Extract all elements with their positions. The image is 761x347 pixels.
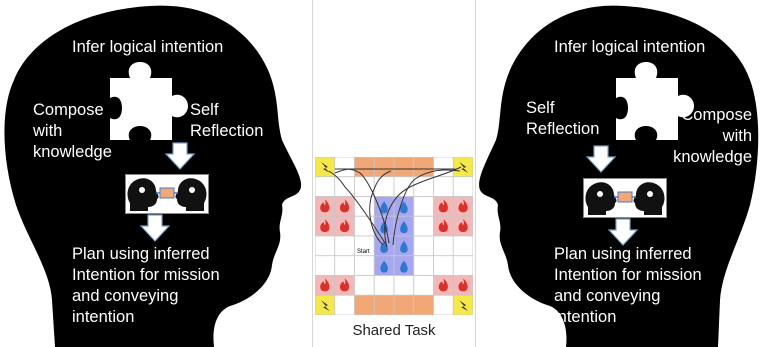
plan-label: Plan using inferred Intention for missio… <box>72 245 220 326</box>
grid-cell <box>393 294 415 316</box>
water-drop-icon <box>380 201 388 214</box>
left-head-panel: Infer logical intention Compose with kno… <box>0 0 310 347</box>
grid-cell <box>413 275 434 296</box>
puzzle-piece-icon <box>616 62 694 140</box>
grid-cell <box>413 294 434 316</box>
grid-cell <box>373 275 395 296</box>
compose-knowledge-label: Compose with knowledge <box>33 101 112 161</box>
grid-cell <box>452 235 474 257</box>
right-head-panel: Infer logical intention Self Reflection … <box>478 0 761 347</box>
self-reflection-label: Self Reflection <box>526 99 600 138</box>
grid-cell <box>413 176 434 197</box>
trajectory-line <box>369 170 392 246</box>
down-arrow-icon <box>586 145 616 173</box>
fire-icon <box>320 219 330 233</box>
fire-icon <box>458 219 468 233</box>
fire-icon <box>320 278 330 292</box>
grid-cell <box>334 235 355 257</box>
grid-cell <box>433 235 454 257</box>
grid-cell <box>452 176 474 197</box>
grid-cell <box>354 275 375 296</box>
grid-cell <box>452 255 474 276</box>
head-silhouette-icon <box>479 5 759 347</box>
grid-cell <box>393 275 415 296</box>
compose-knowledge-label: Compose with knowledge <box>673 106 752 166</box>
fire-icon <box>438 199 448 213</box>
grid-cell <box>393 156 415 178</box>
grid-cell <box>334 255 355 276</box>
grid-cell <box>334 156 355 178</box>
grid-cell <box>413 215 434 237</box>
grid-cell <box>373 294 395 316</box>
grid-cell <box>354 176 375 197</box>
water-drop-icon <box>400 221 408 234</box>
water-drop-icon <box>400 240 408 253</box>
fire-icon <box>339 278 350 292</box>
trajectory-line <box>392 169 461 246</box>
grid-cell <box>413 255 434 276</box>
fire-icon <box>339 219 350 233</box>
grid-cell <box>314 235 336 257</box>
infer-intention-label: Infer logical intention <box>72 38 224 56</box>
water-drop-icon <box>400 201 408 214</box>
grid-cell <box>354 156 375 178</box>
fire-icon <box>320 199 330 213</box>
fire-icon <box>339 199 350 213</box>
down-arrow-icon <box>140 214 170 242</box>
two-heads-icon <box>125 174 209 214</box>
fire-icon <box>458 278 468 292</box>
puzzle-piece-icon <box>110 62 188 140</box>
down-arrow-icon <box>608 218 638 246</box>
shared-task-caption: Shared Task <box>352 322 436 339</box>
grid-cell <box>433 176 454 197</box>
right-divider <box>475 0 476 347</box>
trajectory-line <box>334 168 390 244</box>
grid-cell <box>314 255 336 276</box>
grid-cell <box>373 156 395 178</box>
grid-cell <box>314 294 336 316</box>
left-divider <box>312 0 313 347</box>
grid-cell <box>373 176 395 197</box>
grid-cell <box>452 294 474 316</box>
down-arrow-icon <box>165 142 195 170</box>
water-drop-icon <box>380 260 388 273</box>
two-heads-icon <box>583 178 667 218</box>
trajectory-line <box>384 166 462 248</box>
plan-label: Plan using inferred Intention for missio… <box>554 245 702 326</box>
grid-cell <box>354 215 375 237</box>
grid-cell <box>314 176 336 197</box>
fire-icon <box>438 278 448 292</box>
grid-cell <box>334 294 355 316</box>
grid-cell <box>433 294 454 316</box>
start-label: Start <box>357 249 370 255</box>
grid-cell <box>314 156 336 178</box>
trajectory-line <box>328 170 386 244</box>
grid-cell <box>354 255 375 276</box>
infer-intention-label: Infer logical intention <box>554 38 706 56</box>
grid-cell <box>354 196 375 217</box>
water-drop-icon <box>400 260 408 273</box>
grid-cell <box>413 235 434 257</box>
grid-cell <box>354 294 375 316</box>
self-reflection-label: Self Reflection <box>190 101 264 140</box>
fire-icon <box>458 199 468 213</box>
shared-task-grid: Start <box>314 156 474 316</box>
grid-cell <box>413 196 434 217</box>
fire-icon <box>438 219 448 233</box>
grid-cell <box>433 255 454 276</box>
grid-cell <box>452 156 474 178</box>
